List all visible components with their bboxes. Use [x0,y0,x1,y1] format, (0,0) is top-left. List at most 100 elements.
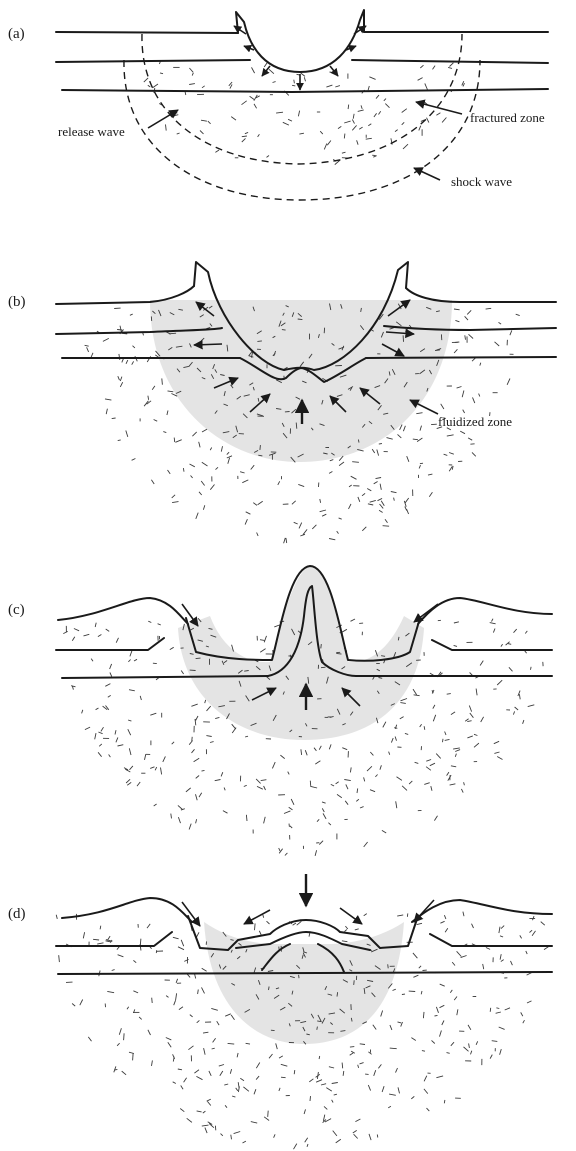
fracture-dash [215,150,219,152]
fracture-dash [194,1070,199,1073]
fracture-dash [204,1048,206,1055]
layer-top-left-a [56,32,238,33]
fracture-dash [196,1076,202,1079]
fracture-dash [508,644,511,645]
fracture-dash [368,1085,370,1091]
fracture-dash [486,948,490,950]
fracture-dash [196,716,198,721]
fracture-dash [352,125,356,130]
fracture-dash [420,65,423,68]
fracture-dash [440,1005,445,1007]
fracture-dash [212,1048,215,1049]
fracture-dash [454,309,460,310]
fracture-dash [321,644,322,648]
fracture-dash [152,84,158,88]
fracture-dash [276,1043,278,1049]
panel-b-label: (b) [8,294,26,310]
fluidized-zone-b [150,300,452,462]
fracture-dash [175,440,181,443]
fracture-dash [326,1088,332,1092]
fracture-dash [337,531,339,534]
fracture-dash [523,720,524,724]
fracture-dash [196,776,199,779]
fracture-dash [190,464,195,467]
fracture-dash [84,634,90,636]
fracture-dash [507,379,510,385]
fracture-dash [381,501,384,506]
fracture-dash [465,335,466,339]
fracture-dash [264,636,266,642]
fracture-dash [420,724,422,727]
fracture-dash [413,953,418,958]
fracture-dash [245,519,247,524]
fracture-dash [473,397,475,403]
fracture-dash [231,1015,234,1020]
fracture-dash [470,713,474,718]
fracture-dash [132,361,134,364]
fracture-dash [120,377,122,381]
fracture-dash [202,1125,209,1126]
fracture-dash [144,78,148,82]
fracture-dash [303,529,307,534]
fracture-dash [379,510,383,512]
fracture-dash [152,1060,153,1066]
release-wave-front [142,34,462,164]
fracture-dash [490,1055,492,1059]
fracture-dash [231,117,236,121]
fracture-dash [174,438,175,443]
fracture-dash [99,744,102,746]
fracture-dash [440,984,445,986]
fracture-dash [322,808,324,812]
fracture-dash [221,1134,223,1136]
fracture-dash [424,1089,428,1094]
fracture-dash [145,754,146,760]
fracture-dash [260,445,261,450]
fracture-dash [137,782,140,786]
fracture-dash [423,1012,424,1018]
fracture-dash [106,629,110,631]
fracture-dash [115,730,116,734]
fracture-dash [344,134,345,139]
fracture-dash [227,452,229,454]
fracture-dash [224,1084,228,1085]
fracture-dash [389,1094,396,1095]
layer-mid-right-d [430,934,552,946]
fracture-dash [187,1118,192,1122]
fracture-dash [184,959,188,961]
fracture-dash [445,928,448,932]
fracture-dash [256,1063,260,1069]
fracture-dash [117,1043,120,1046]
fracture-dash [200,131,204,134]
fracture-dash [176,979,178,983]
fracture-dash [447,694,451,695]
fracture-dash [388,1106,391,1108]
fracture-dash [158,624,161,625]
fracture-dash [445,732,446,736]
fracture-dash [429,492,432,496]
fracture-dash [101,727,104,731]
fracture-dash [370,752,373,755]
fracture-dash [83,932,84,938]
fracture-dash [442,1021,444,1026]
fracture-dash [215,717,219,718]
fracture-dash [98,752,102,756]
fracture-dash [228,458,230,464]
fracture-dash [317,1027,318,1030]
fracture-dash [455,320,459,321]
fracture-dash [445,739,450,740]
fracture-dash [225,1014,231,1016]
fracture-dash [245,132,248,133]
fluidized-zone-label: fluidized zone [438,414,512,429]
fracture-dash [273,82,276,83]
fracture-dash [467,310,471,314]
fracture-dash [190,1015,193,1017]
fracture-dash [342,941,348,942]
fracture-dash [148,396,149,400]
fracture-dash [500,1049,502,1055]
layer-top-right-c [418,598,552,624]
fracture-dash [179,1007,183,1010]
fracture-dash [411,1038,415,1041]
fracture-dash [285,853,288,856]
fracture-dash [419,465,420,468]
fracture-dash [319,841,323,845]
